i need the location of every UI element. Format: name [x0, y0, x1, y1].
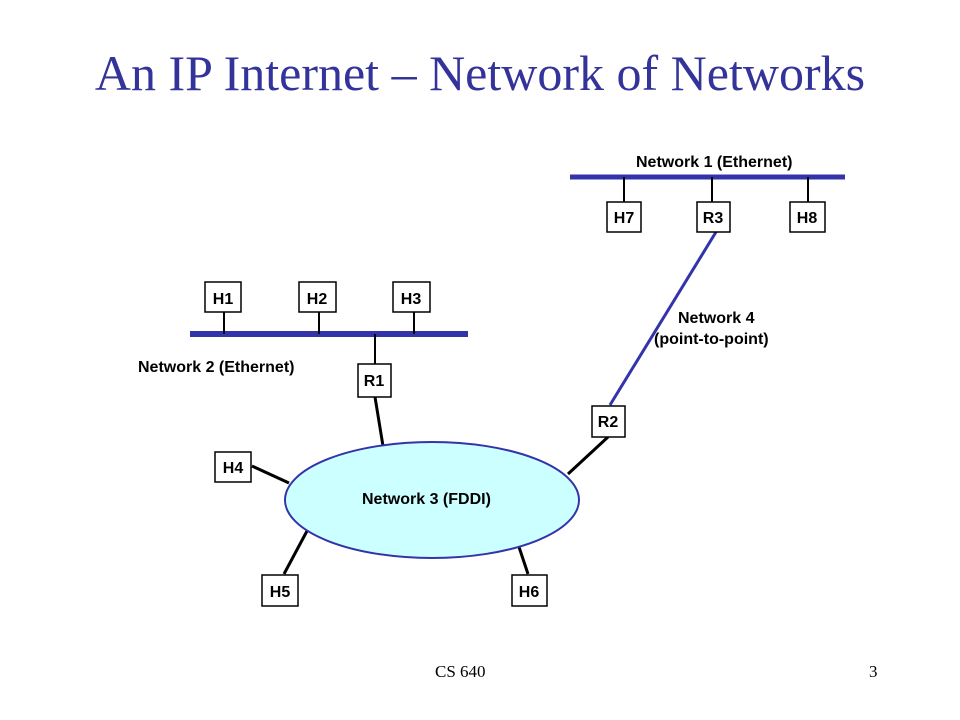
- node-h1-label: H1: [213, 291, 234, 308]
- node-h4: H4: [214, 451, 252, 483]
- node-r3-label: R3: [703, 210, 724, 227]
- network-3-label: Network 3 (FDDI): [362, 491, 491, 508]
- network-4-label-line2: (point-to-point): [654, 331, 769, 348]
- node-r2: R2: [591, 405, 626, 438]
- node-h2-label: H2: [307, 291, 328, 308]
- node-h6-label: H6: [519, 584, 540, 601]
- r2-ring-link: [566, 435, 610, 476]
- node-r1: R1: [357, 363, 392, 398]
- node-h8-label: H8: [797, 210, 818, 227]
- node-h5: H5: [261, 574, 299, 607]
- network-2-label: Network 2 (Ethernet): [138, 359, 294, 376]
- slide-title: An IP Internet – Network of Networks: [94, 45, 866, 101]
- h4-ring-link: [251, 464, 290, 485]
- r1-ring-link: [373, 396, 385, 447]
- h6-ring-link: [517, 546, 530, 575]
- node-h7-label: H7: [614, 210, 635, 227]
- node-h7: H7: [606, 201, 642, 233]
- node-h3: H3: [392, 281, 431, 313]
- node-h5-label: H5: [270, 584, 291, 601]
- node-h4-label: H4: [223, 460, 244, 477]
- network-4-link: [608, 231, 718, 406]
- network-4-label-line1: Network 4: [678, 310, 755, 327]
- node-h1: H1: [204, 281, 242, 313]
- node-r1-label: R1: [364, 373, 385, 390]
- footer-course: CS 640: [435, 662, 486, 681]
- node-h2: H2: [298, 281, 337, 313]
- footer-page-number: 3: [869, 662, 878, 681]
- network-3-ring: [284, 441, 580, 559]
- node-r3: R3: [696, 201, 731, 233]
- node-h6: H6: [511, 574, 548, 607]
- node-h3-label: H3: [401, 291, 422, 308]
- node-h8: H8: [789, 201, 826, 233]
- network-1-label: Network 1 (Ethernet): [636, 154, 792, 171]
- h5-ring-link: [282, 530, 309, 575]
- node-r2-label: R2: [598, 414, 619, 431]
